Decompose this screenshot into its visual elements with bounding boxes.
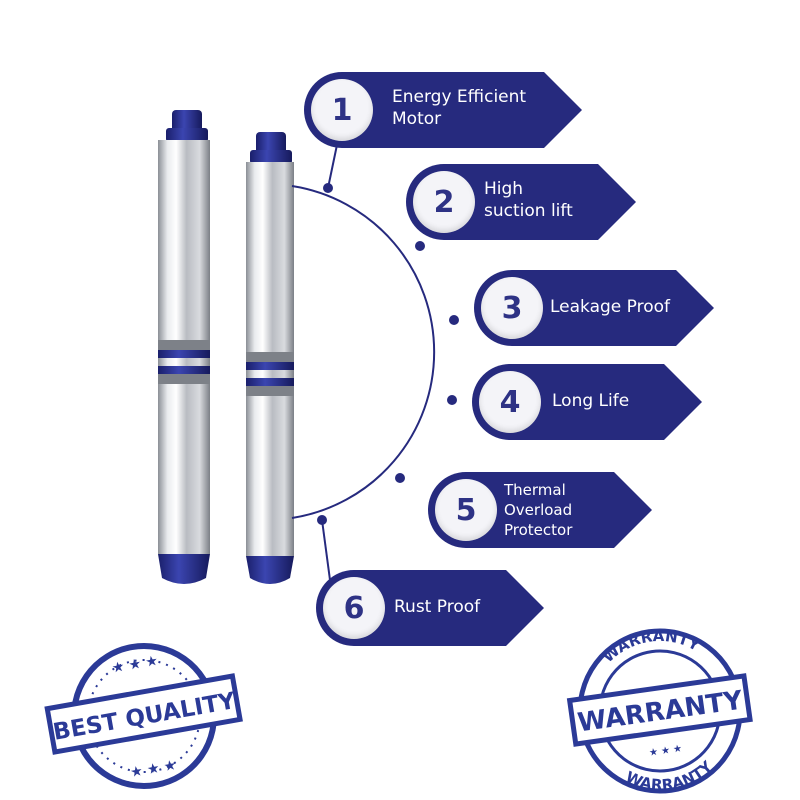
feature-5: 5 Thermal Overload Protector	[428, 472, 652, 548]
feature-label: High suction lift	[484, 179, 573, 221]
svg-text:WARRANTY: WARRANTY	[621, 755, 719, 796]
feature-label: Long Life	[552, 391, 630, 411]
feature-label: Rust Proof	[394, 597, 481, 617]
arc-node	[447, 395, 457, 405]
feature-4: 4 Long Life	[472, 364, 702, 440]
feature-label: Energy Efficient Motor	[392, 87, 527, 129]
svg-text:★ ★ ★: ★ ★ ★	[111, 653, 160, 677]
pump-right	[246, 132, 294, 584]
feature-1: 1 Energy Efficient Motor	[304, 72, 582, 148]
feature-label: Thermal Overload Protector	[504, 481, 573, 539]
svg-text:★ ★ ★: ★ ★ ★	[129, 757, 178, 781]
feature-arc	[291, 185, 436, 519]
arc-node	[395, 473, 405, 483]
arc-node	[323, 183, 333, 193]
pump-left	[158, 110, 210, 584]
warranty-ring-top: WARRANTY	[597, 626, 706, 668]
feature-number: 4	[479, 371, 541, 433]
star-seal-icon: ★ ★ ★ ★ ★ ★ BEST QUALITY	[44, 643, 243, 789]
arc-node	[415, 241, 425, 251]
warranty-badge: WARRANTY WARRANTY WARRANTY ★ ★ ★	[566, 626, 753, 796]
svg-text:★ ★ ★: ★ ★ ★	[648, 743, 682, 759]
svg-text:WARRANTY: WARRANTY	[597, 626, 706, 668]
arc-node	[317, 515, 327, 525]
feature-number: 5	[435, 479, 497, 541]
feature-number: 2	[413, 171, 475, 233]
feature-number: 6	[323, 577, 385, 639]
feature-number: 1	[311, 79, 373, 141]
feature-number: 3	[481, 277, 543, 339]
feature-6: 6 Rust Proof	[316, 570, 544, 646]
connector-line	[327, 139, 339, 189]
feature-2: 2 High suction lift	[406, 164, 636, 240]
connector-line	[321, 519, 331, 581]
feature-3: 3 Leakage Proof	[474, 270, 714, 346]
arc-node	[449, 315, 459, 325]
warranty-ring-bottom: WARRANTY	[621, 755, 719, 796]
best-quality-badge: ★ ★ ★ ★ ★ ★ BEST QUALITY	[44, 643, 243, 789]
star-seal-icon: WARRANTY WARRANTY WARRANTY ★ ★ ★	[566, 626, 753, 796]
feature-label: Leakage Proof	[550, 297, 671, 317]
